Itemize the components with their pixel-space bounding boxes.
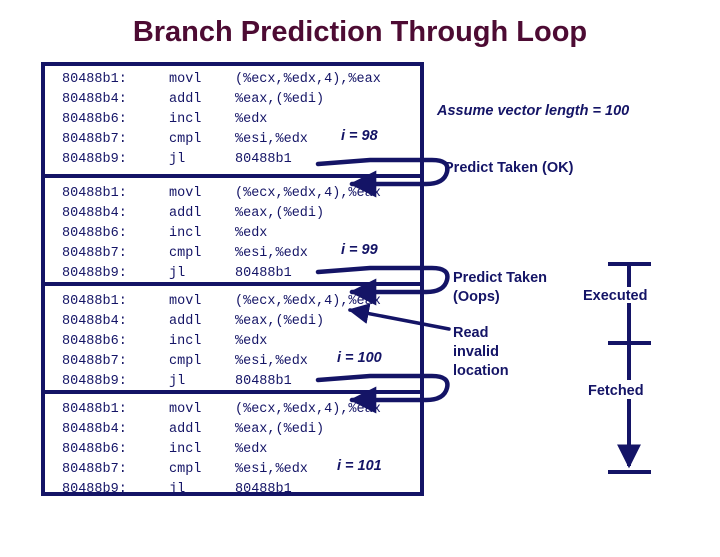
code-block-iteration-100: 80488b1: movl (%ecx,%edx,4),%eax 80488b4… — [45, 282, 420, 390]
code-address: 80488b7: — [62, 132, 127, 147]
code-mnemonic: cmpl — [169, 354, 202, 369]
code-address: 80488b9: — [62, 152, 127, 167]
code-address: 80488b6: — [62, 334, 127, 349]
code-operands: 80488b1 — [235, 152, 292, 167]
iteration-label: i = 101 — [337, 458, 382, 474]
code-mnemonic: movl — [169, 186, 202, 201]
code-operands: %esi,%edx — [235, 462, 308, 477]
code-line: 80488b9: jl 80488b1 — [45, 482, 420, 502]
code-mnemonic: jl — [169, 266, 186, 281]
code-address: 80488b1: — [62, 186, 127, 201]
code-line: 80488b9: jl 80488b1 — [45, 266, 420, 286]
code-operands: (%ecx,%edx,4),%eax — [235, 72, 381, 87]
code-line: 80488b7: cmpl %esi,%edx — [45, 132, 420, 152]
iteration-label: i = 99 — [341, 242, 378, 258]
code-operands: %eax,(%edi) — [235, 314, 325, 329]
code-address: 80488b7: — [62, 462, 127, 477]
code-block-iteration-101: 80488b1: movl (%ecx,%edx,4),%eax 80488b4… — [45, 390, 420, 498]
code-operands: %eax,(%edi) — [235, 92, 325, 107]
code-line: 80488b9: jl 80488b1 — [45, 152, 420, 172]
code-operands: 80488b1 — [235, 374, 292, 389]
iteration-label: i = 98 — [341, 128, 378, 144]
annotation-executed: Executed — [583, 288, 648, 304]
code-operands: %edx — [235, 226, 268, 241]
code-address: 80488b4: — [62, 314, 127, 329]
code-line: 80488b7: cmpl %esi,%edx — [45, 462, 420, 482]
code-address: 80488b4: — [62, 92, 127, 107]
code-operands: %eax,(%edi) — [235, 206, 325, 221]
code-line: 80488b6: incl %edx — [45, 112, 420, 132]
code-operands: (%ecx,%edx,4),%eax — [235, 294, 381, 309]
code-mnemonic: jl — [169, 482, 186, 497]
code-line: 80488b4: addl %eax,(%edi) — [45, 314, 420, 334]
code-operands: %edx — [235, 442, 268, 457]
code-address: 80488b9: — [62, 266, 127, 281]
code-address: 80488b7: — [62, 354, 127, 369]
code-address: 80488b1: — [62, 72, 127, 87]
code-address: 80488b9: — [62, 482, 127, 497]
code-address: 80488b6: — [62, 112, 127, 127]
code-mnemonic: incl — [169, 226, 202, 241]
page-title: Branch Prediction Through Loop — [132, 16, 588, 48]
code-mnemonic: incl — [169, 334, 202, 349]
iteration-label: i = 100 — [337, 350, 382, 366]
code-mnemonic: jl — [169, 374, 186, 389]
code-block-iteration-99: 80488b1: movl (%ecx,%edx,4),%eax 80488b4… — [45, 174, 420, 282]
code-line: 80488b1: movl (%ecx,%edx,4),%eax — [45, 294, 420, 314]
code-operands: %eax,(%edi) — [235, 422, 325, 437]
code-operands: (%ecx,%edx,4),%eax — [235, 402, 381, 417]
code-address: 80488b1: — [62, 402, 127, 417]
code-line: 80488b1: movl (%ecx,%edx,4),%eax — [45, 72, 420, 92]
code-operands: 80488b1 — [235, 266, 292, 281]
code-mnemonic: movl — [169, 294, 202, 309]
code-mnemonic: addl — [169, 206, 202, 221]
disassembly-panel: 80488b1: movl (%ecx,%edx,4),%eax 80488b4… — [41, 62, 424, 498]
code-mnemonic: incl — [169, 442, 202, 457]
code-line: 80488b7: cmpl %esi,%edx — [45, 246, 420, 266]
code-operands: %edx — [235, 112, 268, 127]
code-line: 80488b1: movl (%ecx,%edx,4),%eax — [45, 186, 420, 206]
code-line: 80488b9: jl 80488b1 — [45, 374, 420, 394]
code-operands: %esi,%edx — [235, 354, 308, 369]
code-block-iteration-98: 80488b1: movl (%ecx,%edx,4),%eax 80488b4… — [45, 66, 420, 174]
code-operands: 80488b1 — [235, 482, 292, 497]
code-line: 80488b6: incl %edx — [45, 226, 420, 246]
code-mnemonic: addl — [169, 314, 202, 329]
code-mnemonic: cmpl — [169, 462, 202, 477]
code-address: 80488b9: — [62, 374, 127, 389]
code-line: 80488b4: addl %eax,(%edi) — [45, 206, 420, 226]
code-operands: %esi,%edx — [235, 132, 308, 147]
code-line: 80488b6: incl %edx — [45, 442, 420, 462]
code-mnemonic: movl — [169, 402, 202, 417]
code-operands: %edx — [235, 334, 268, 349]
slide-canvas: Branch Prediction Through Loop 80488b1: … — [41, 16, 651, 498]
code-line: 80488b7: cmpl %esi,%edx — [45, 354, 420, 374]
code-address: 80488b7: — [62, 246, 127, 261]
code-mnemonic: jl — [169, 152, 186, 167]
code-mnemonic: cmpl — [169, 246, 202, 261]
code-address: 80488b4: — [62, 422, 127, 437]
annotation-fetched: Fetched — [588, 383, 644, 399]
code-address: 80488b6: — [62, 226, 127, 241]
code-mnemonic: movl — [169, 72, 202, 87]
annotation-read-invalid-location: Read invalid location — [453, 325, 509, 379]
code-mnemonic: incl — [169, 112, 202, 127]
code-mnemonic: addl — [169, 92, 202, 107]
code-line: 80488b4: addl %eax,(%edi) — [45, 422, 420, 442]
code-operands: (%ecx,%edx,4),%eax — [235, 186, 381, 201]
code-operands: %esi,%edx — [235, 246, 308, 261]
code-address: 80488b4: — [62, 206, 127, 221]
annotation-predict-taken-ok: Predict Taken (OK) — [444, 160, 574, 176]
code-line: 80488b1: movl (%ecx,%edx,4),%eax — [45, 402, 420, 422]
code-mnemonic: cmpl — [169, 132, 202, 147]
code-line: 80488b6: incl %edx — [45, 334, 420, 354]
code-address: 80488b1: — [62, 294, 127, 309]
code-line: 80488b4: addl %eax,(%edi) — [45, 92, 420, 112]
annotation-predict-taken-oops: Predict Taken (Oops) — [453, 270, 548, 305]
code-mnemonic: addl — [169, 422, 202, 437]
annotation-assume-vector-length: Assume vector length = 100 — [437, 103, 630, 119]
code-address: 80488b6: — [62, 442, 127, 457]
